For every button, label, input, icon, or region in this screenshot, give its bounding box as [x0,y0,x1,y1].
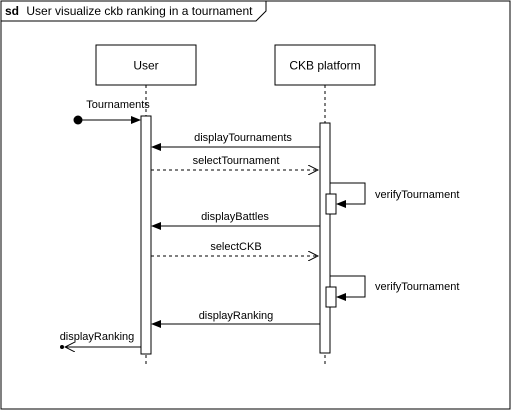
msg-verify-tournament-1-label: verifyTournament [375,189,459,201]
msg-display-battles-label: displayBattles [201,211,269,223]
activation-platform-verify-2 [325,286,337,308]
msg-verify-tournament-2 [330,275,366,301]
activation-platform [319,122,331,354]
sd-title: User visualize ckb ranking in a tourname… [26,4,253,18]
msg-display-ranking-label: displayRanking [199,310,274,322]
participant-platform-label: CKB platform [289,59,360,73]
sd-keyword: sd [5,4,19,18]
lost-message-label: displayRanking [60,331,135,343]
msg-verify-tournament-2-label: verifyTournament [375,281,459,293]
msg-display-tournaments-label: displayTournaments [194,132,292,144]
msg-select-ckb-label: selectCKB [210,241,261,253]
sd-frame-tab [1,1,267,22]
participant-user: User [95,44,197,86]
lost-message-dot [60,345,64,349]
activation-user [140,115,152,355]
participant-platform: CKB platform [274,44,376,86]
found-message-label: Tournaments [86,99,150,111]
msg-select-tournament-label: selectTournament [193,155,280,167]
msg-verify-tournament-1 [330,182,366,208]
sd-frame-title: sd User visualize ckb ranking in a tourn… [5,4,253,18]
participant-user-label: User [133,59,158,73]
activation-platform-verify-1 [325,193,337,215]
